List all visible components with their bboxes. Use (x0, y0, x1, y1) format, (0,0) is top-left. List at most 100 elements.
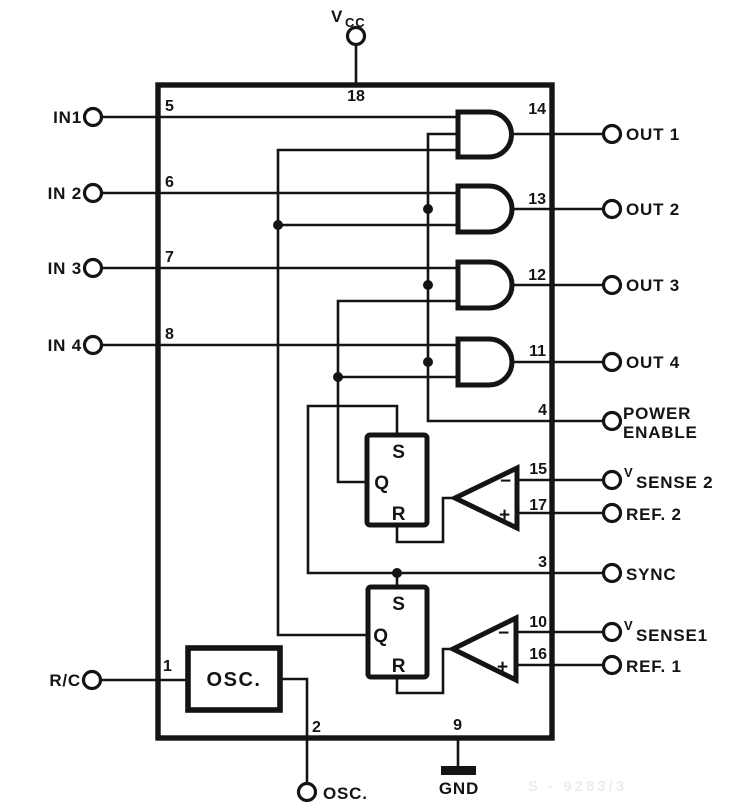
junction-dot (423, 204, 433, 214)
flipflop-upper: S Q R (364, 432, 430, 528)
and-gate-2 (455, 183, 515, 235)
rc-label: R/C (49, 671, 81, 690)
vcc-terminal: V CC 18 (331, 7, 367, 105)
pin-2: 2 (312, 719, 321, 736)
comparator-2-triangle (449, 464, 520, 532)
terminal-circle-vsense1 (601, 621, 623, 643)
gnd-label: GND (439, 779, 479, 798)
junction-dot (423, 280, 433, 290)
terminal-circle-in3 (82, 257, 104, 279)
terminal-circle-out3 (601, 274, 623, 296)
terminal-circle-out1 (601, 123, 623, 145)
flipflop-lower: S Q R (365, 584, 430, 680)
and-gate-4 (455, 336, 515, 388)
comparator-1: − + (447, 613, 519, 685)
pin-18: 18 (347, 88, 365, 105)
and-gates (455, 109, 515, 388)
out2-label: OUT 2 (626, 200, 680, 219)
out4-label: OUT 4 (626, 353, 680, 372)
out3-label: OUT 3 (626, 276, 680, 295)
comparator-2-minus: − (500, 471, 512, 492)
flipflop-lower-r-label: R (392, 656, 407, 677)
vcc-label: V (331, 7, 343, 26)
terminal-circle-vcc (345, 25, 367, 47)
ref2-label: REF. 2 (626, 505, 682, 524)
net-r-lower (395, 647, 456, 695)
in1-label: IN1 (53, 108, 82, 127)
oscillator: OSC. (185, 645, 283, 713)
flipflop-upper-s-label: S (392, 442, 405, 463)
in3-label: IN 3 (48, 259, 82, 278)
nets (98, 43, 606, 786)
terminal-circle-rc (81, 669, 103, 691)
oscillator-label: OSC. (207, 669, 262, 691)
terminal-circle-power-enable (601, 410, 623, 432)
net-r-upper (395, 496, 458, 544)
pin-5: 5 (165, 98, 174, 115)
figure-number-watermark: S - 9283/3 (528, 778, 627, 795)
terminal-circle-vsense2 (601, 469, 623, 491)
flipflop-upper-q-label: Q (374, 473, 390, 494)
net-q-upper (336, 299, 460, 484)
vsense2-label: SENSE 2 (636, 473, 713, 492)
flipflop-lower-box (365, 584, 430, 680)
vsense2-label-prefix: V (624, 465, 633, 480)
ref1-label: REF. 1 (626, 657, 682, 676)
junction-dot (333, 372, 343, 382)
pin-4: 4 (538, 402, 547, 419)
and-gate-3 (455, 259, 515, 311)
bottom-terminals: OSC. 2 GND 9 (296, 717, 479, 803)
comparator-2-plus: + (499, 505, 511, 526)
input-terminals: IN1 5 IN 2 6 IN 3 7 IN 4 8 R/C 1 (48, 98, 174, 691)
comparator-1-triangle (447, 613, 519, 685)
pin-6: 6 (165, 174, 174, 191)
terminal-circle-sync (601, 562, 623, 584)
pin-10: 10 (529, 614, 547, 631)
net-osc-out (278, 677, 309, 786)
terminal-circle-osc (296, 781, 318, 803)
comparator-2: − + (449, 464, 520, 532)
osc-pin-label: OSC. (323, 784, 368, 803)
pin-3: 3 (538, 554, 547, 571)
junctions (273, 204, 433, 578)
out1-label: OUT 1 (626, 125, 680, 144)
gnd-symbol (441, 766, 476, 775)
flipflop-lower-q-label: Q (373, 626, 389, 647)
pin-9: 9 (453, 717, 462, 734)
flipflop-lower-s-label: S (392, 594, 405, 615)
pin-17: 17 (529, 497, 547, 514)
in4-label: IN 4 (48, 336, 82, 355)
terminal-circle-out4 (601, 351, 623, 373)
net-q-lower (276, 148, 460, 637)
oscillator-box (185, 645, 283, 713)
comparator-1-minus: − (498, 623, 510, 644)
comparator-1-plus: + (497, 657, 509, 678)
junction-dot (273, 220, 283, 230)
power-enable-label-line2: ENABLE (623, 423, 698, 442)
junction-dot (423, 357, 433, 367)
pin-15: 15 (529, 461, 547, 478)
pin-7: 7 (165, 249, 174, 266)
terminal-circle-in1 (82, 106, 104, 128)
net-sync (306, 404, 606, 575)
pin-8: 8 (165, 326, 174, 343)
junction-dot (392, 568, 402, 578)
sync-label: SYNC (626, 565, 676, 584)
output-terminals: OUT 1 14 OUT 2 13 OUT 3 12 OUT 4 11 POWE… (528, 101, 713, 676)
terminal-circle-ref2 (601, 502, 623, 524)
in2-label: IN 2 (48, 184, 82, 203)
power-enable-label-line1: POWER (623, 404, 691, 423)
vsense1-label: SENSE1 (636, 626, 708, 645)
vcc-label-sub: CC (345, 15, 365, 30)
pin-14: 14 (528, 101, 546, 118)
pin-11: 11 (529, 343, 546, 360)
pin-16: 16 (529, 646, 547, 663)
pin-12: 12 (528, 267, 546, 284)
pin-13: 13 (528, 191, 546, 208)
terminal-circle-in4 (82, 334, 104, 356)
terminal-circle-ref1 (601, 654, 623, 676)
pin-1: 1 (163, 658, 172, 675)
net-power-enable (426, 132, 606, 423)
